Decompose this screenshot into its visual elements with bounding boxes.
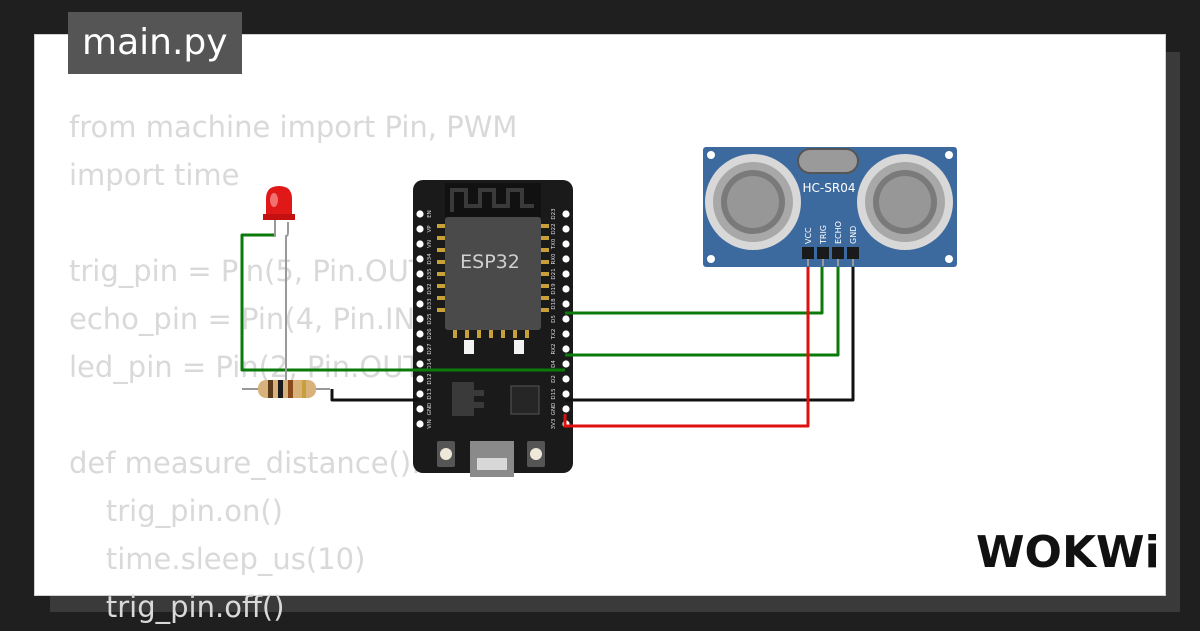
hc-sr04-sensor[interactable]: HC-SR04 VCC TRIG ECHO GND — [703, 147, 957, 267]
code-line: led_pin = Pin(2, Pin.OUT) — [69, 350, 433, 384]
esp32-pin-right[interactable] — [562, 315, 570, 323]
esp32-label: ESP32 — [460, 251, 520, 273]
esp32-pin-label: D13 — [427, 388, 433, 400]
code-block: from machine import Pin, PWM import time t… — [69, 103, 517, 631]
filename-tab: main.py — [68, 12, 242, 74]
esp32-pin-left[interactable] — [416, 270, 424, 278]
esp32-board[interactable]: ESP32 ENVPVND34D35D32D33D25D26D27D14D12D… — [413, 180, 573, 477]
esp32-pin-label: 3V3 — [551, 418, 557, 429]
code-preview-card: from machine import Pin, PWM import time t… — [34, 34, 1166, 624]
esp32-pin-label: D32 — [427, 283, 433, 294]
esp32-pin-label: EN — [427, 210, 433, 218]
transducer-left — [705, 154, 801, 250]
esp32-pin-label: D23 — [551, 208, 557, 220]
esp32-pin-label: D35 — [427, 268, 433, 280]
wire-led[interactable] — [240, 233, 565, 372]
esp32-pin-label: D26 — [427, 328, 433, 340]
esp32-pin-right[interactable] — [562, 390, 570, 398]
esp32-pin-left[interactable] — [416, 315, 424, 323]
transducer-right — [857, 154, 953, 250]
esp32-pin-left[interactable] — [416, 360, 424, 368]
esp32-pin-label: D4 — [551, 360, 557, 368]
esp32-pin-label: RX2 — [551, 343, 557, 354]
sensor-pin-label: VCC — [804, 227, 813, 244]
code-line: echo_pin = Pin(4, Pin.IN) — [69, 302, 427, 336]
esp32-pin-label: D27 — [427, 343, 433, 355]
sensor-pin-label: GND — [849, 226, 858, 244]
esp32-pin-label: D14 — [427, 358, 433, 370]
esp32-pin-left[interactable] — [416, 240, 424, 248]
esp32-pin-label: VN — [427, 240, 433, 248]
code-line: import time — [69, 158, 240, 192]
esp32-pin-right[interactable] — [562, 270, 570, 278]
esp32-pin-left[interactable] — [416, 375, 424, 383]
esp32-pin-left[interactable] — [416, 255, 424, 263]
esp32-pin-right[interactable] — [562, 345, 570, 353]
esp32-pin-label: D22 — [551, 223, 557, 234]
code-line: trig_pin.off() — [69, 590, 285, 624]
esp32-pin-left[interactable] — [416, 390, 424, 398]
esp32-pin-left[interactable] — [416, 225, 424, 233]
esp32-pin-label: D19 — [551, 283, 557, 295]
esp32-pin-right[interactable] — [562, 240, 570, 248]
esp32-pin-label: D12 — [427, 373, 433, 384]
code-line: from machine import Pin, PWM — [69, 110, 518, 144]
esp32-pin-label: VP — [427, 225, 433, 233]
esp32-pin-left[interactable] — [416, 285, 424, 293]
esp32-pin-label: D2 — [551, 375, 557, 383]
esp32-pin-right[interactable] — [562, 300, 570, 308]
wokwi-logo-text: WOKWi — [976, 527, 1160, 578]
esp32-pin-left[interactable] — [416, 405, 424, 413]
esp32-pin-right[interactable] — [562, 210, 570, 218]
esp32-pin-right[interactable] — [562, 285, 570, 293]
resistor[interactable] — [245, 380, 330, 398]
esp32-pin-label: D33 — [427, 298, 433, 310]
esp32-pin-label: TX2 — [551, 329, 557, 341]
wire-trig[interactable] — [565, 262, 824, 315]
esp32-pin-label: GND — [551, 403, 557, 416]
esp32-pin-label: TX0 — [551, 238, 557, 250]
esp32-pin-right[interactable] — [562, 375, 570, 383]
esp32-pin-right[interactable] — [562, 225, 570, 233]
esp32-pin-label: D18 — [551, 298, 557, 310]
esp32-pin-label: RX0 — [551, 253, 557, 265]
led[interactable] — [263, 186, 295, 236]
code-line: time.sleep_us(10) — [69, 542, 366, 576]
esp32-pin-left[interactable] — [416, 330, 424, 338]
sensor-pin-label: ECHO — [834, 221, 843, 244]
wire-vcc[interactable] — [563, 262, 810, 428]
sensor-pin-label: TRIG — [819, 225, 828, 245]
esp32-pin-right[interactable] — [562, 360, 570, 368]
esp32-pin-label: D21 — [551, 268, 557, 279]
esp32-pin-right[interactable] — [562, 255, 570, 263]
esp32-pin-left[interactable] — [416, 345, 424, 353]
esp32-pin-label: VIN — [427, 419, 433, 429]
esp32-pin-label: D15 — [551, 388, 557, 400]
esp32-pin-label: D34 — [427, 253, 433, 265]
wires — [240, 222, 855, 428]
esp32-pin-label: GND — [427, 403, 433, 416]
esp32-pin-label: D5 — [551, 315, 557, 323]
wire-echo[interactable] — [565, 262, 840, 357]
wire-gnd-left[interactable] — [330, 389, 420, 402]
code-line: def measure_distance(): — [69, 446, 421, 480]
code-line: trig_pin.on() — [69, 494, 283, 528]
wire-gnd-right[interactable] — [565, 262, 855, 402]
esp32-pin-left[interactable] — [416, 210, 424, 218]
esp32-pin-left[interactable] — [416, 420, 424, 428]
esp32-pin-left[interactable] — [416, 300, 424, 308]
esp32-pin-right[interactable] — [562, 330, 570, 338]
esp32-pin-right[interactable] — [562, 405, 570, 413]
sensor-label: HC-SR04 — [803, 181, 856, 195]
esp32-module — [445, 217, 541, 330]
esp32-pin-label: D25 — [427, 313, 433, 325]
wokwi-logo: WOKWi — [976, 527, 1160, 578]
